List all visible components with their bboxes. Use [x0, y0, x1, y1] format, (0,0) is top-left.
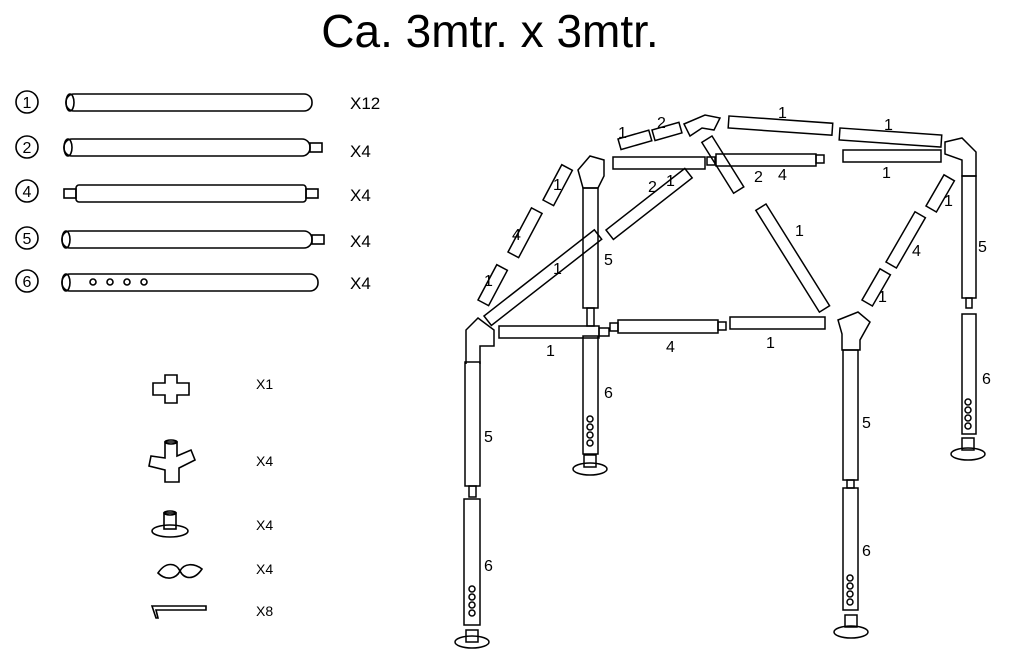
frame-label: 4	[912, 243, 921, 260]
legend-number-4: 4	[23, 184, 32, 201]
fitting-quantity-peg: X8	[256, 603, 273, 619]
frame-label: 1	[882, 165, 891, 182]
fitting-peg	[150, 605, 207, 619]
fitting-quantity-clip: X4	[256, 561, 273, 577]
legend-quantity-6: X4	[350, 274, 371, 293]
frame-label: 1	[766, 335, 775, 352]
legend-pole-5	[15, 226, 325, 250]
fitting-corner-connector	[148, 439, 197, 483]
frame-label: 6	[484, 558, 493, 575]
fitting-quantity-corner: X4	[256, 453, 273, 469]
page-title: Ca. 3mtr. x 3mtr.	[321, 5, 659, 57]
legend-pole-2	[15, 135, 323, 159]
legend-quantity-5: X4	[350, 232, 371, 251]
fitting-quantity-cross: X1	[256, 376, 273, 392]
frame-label: 6	[982, 371, 991, 388]
frame-label: 5	[484, 429, 493, 446]
frame-label: 6	[604, 385, 613, 402]
legend-number-6: 6	[23, 274, 32, 291]
frame-label: 4	[666, 339, 675, 356]
fitting-quantity-foot: X4	[256, 517, 273, 533]
legend-number-5: 5	[23, 231, 32, 248]
frame-label: 1	[666, 173, 675, 190]
frame-label: 1	[884, 117, 893, 134]
legend-quantity-1: X12	[350, 94, 380, 113]
frame-label: 1	[944, 193, 953, 210]
frame-label: 2	[754, 169, 763, 186]
fitting-cross-connector	[152, 374, 190, 404]
fitting-clip	[156, 563, 204, 579]
frame-label: 1	[795, 223, 804, 240]
legend-number-2: 2	[23, 140, 32, 157]
tent-frame	[454, 114, 986, 649]
frame-label: 1	[553, 177, 562, 194]
legend-pole-1	[15, 90, 313, 114]
legend-quantity-2: X4	[350, 142, 371, 161]
frame-label: 2	[648, 179, 657, 196]
frame-label: 5	[978, 239, 987, 256]
frame-label: 5	[604, 252, 613, 269]
legend-quantity-4: X4	[350, 186, 371, 205]
frame-label: 1	[878, 289, 887, 306]
frame-label: 6	[862, 543, 871, 560]
legend-pole-4	[15, 179, 319, 203]
frame-label: 5	[862, 415, 871, 432]
frame-label: 1	[553, 261, 562, 278]
legend-number-1: 1	[23, 95, 32, 112]
frame-label: 1	[618, 125, 627, 142]
fitting-foot-plate	[151, 510, 189, 538]
frame-label: 1	[546, 343, 555, 360]
frame-label: 1	[484, 273, 493, 290]
frame-label: 4	[512, 227, 521, 244]
legend-pole-6	[15, 269, 319, 293]
frame-label: 4	[778, 167, 787, 184]
frame-label: 2	[657, 115, 666, 132]
frame-label: 1	[778, 105, 787, 122]
